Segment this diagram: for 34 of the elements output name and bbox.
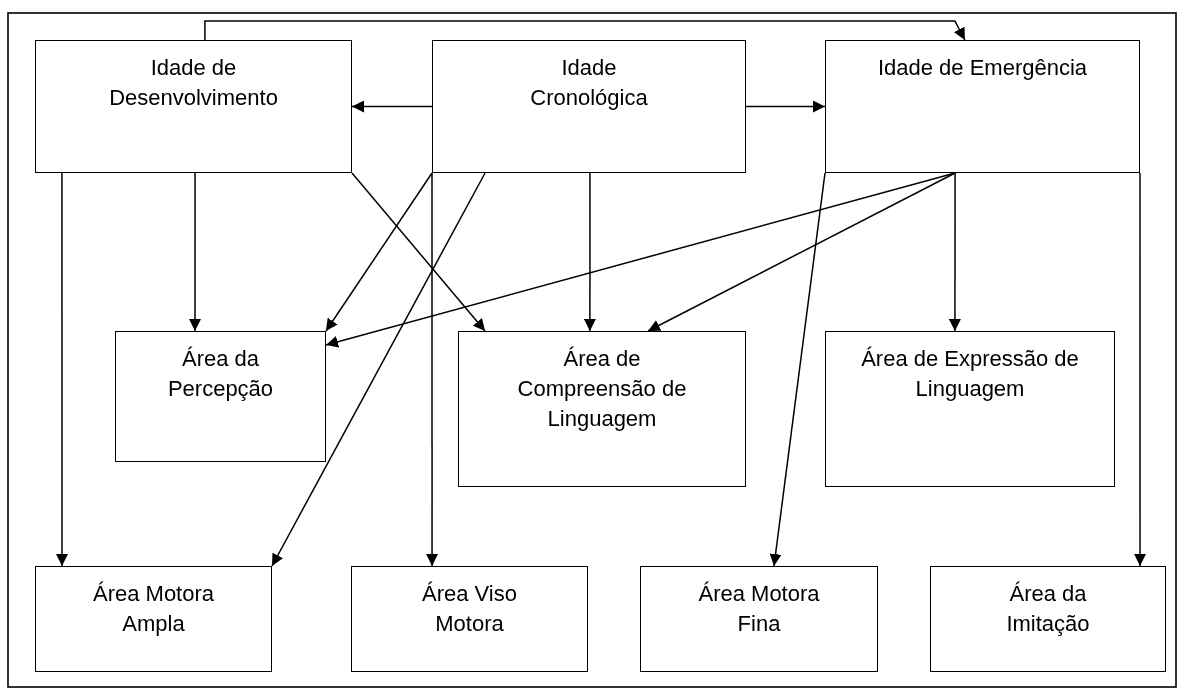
box-label: Idade de Emergência [876, 54, 1089, 82]
box-label: Área de Compreensão de Linguagem [516, 345, 688, 433]
arrow [948, 172, 961, 332]
box [35, 566, 272, 672]
box-label: Área Motora Ampla [91, 580, 216, 638]
arrow [745, 100, 826, 113]
arrow [204, 20, 966, 41]
box [458, 331, 746, 487]
arrow [647, 172, 956, 332]
box-label: Área Viso Motora [421, 580, 518, 638]
arrow [1134, 172, 1147, 567]
arrow [351, 100, 433, 113]
arrow [56, 172, 68, 567]
box [825, 40, 1140, 173]
box-label: Idade Cronológica [529, 54, 649, 112]
arrow [325, 172, 433, 332]
box [35, 40, 352, 173]
box-label: Idade de Desenvolvimento [108, 54, 279, 112]
arrow [583, 172, 596, 332]
box-label: Área de Expressão de Linguagem [860, 345, 1080, 403]
box [930, 566, 1166, 672]
box [825, 331, 1115, 487]
arrow [769, 172, 826, 567]
arrow [189, 172, 201, 332]
box [351, 566, 588, 672]
arrow [271, 172, 486, 567]
arrow [351, 172, 486, 332]
box-label: Área da Percepção [166, 345, 275, 403]
box-label: Área Motora Fina [697, 580, 821, 638]
box [115, 331, 326, 462]
box [432, 40, 746, 173]
arrow [426, 172, 439, 567]
box-label: Área da Imitação [1005, 580, 1091, 638]
box [640, 566, 878, 672]
